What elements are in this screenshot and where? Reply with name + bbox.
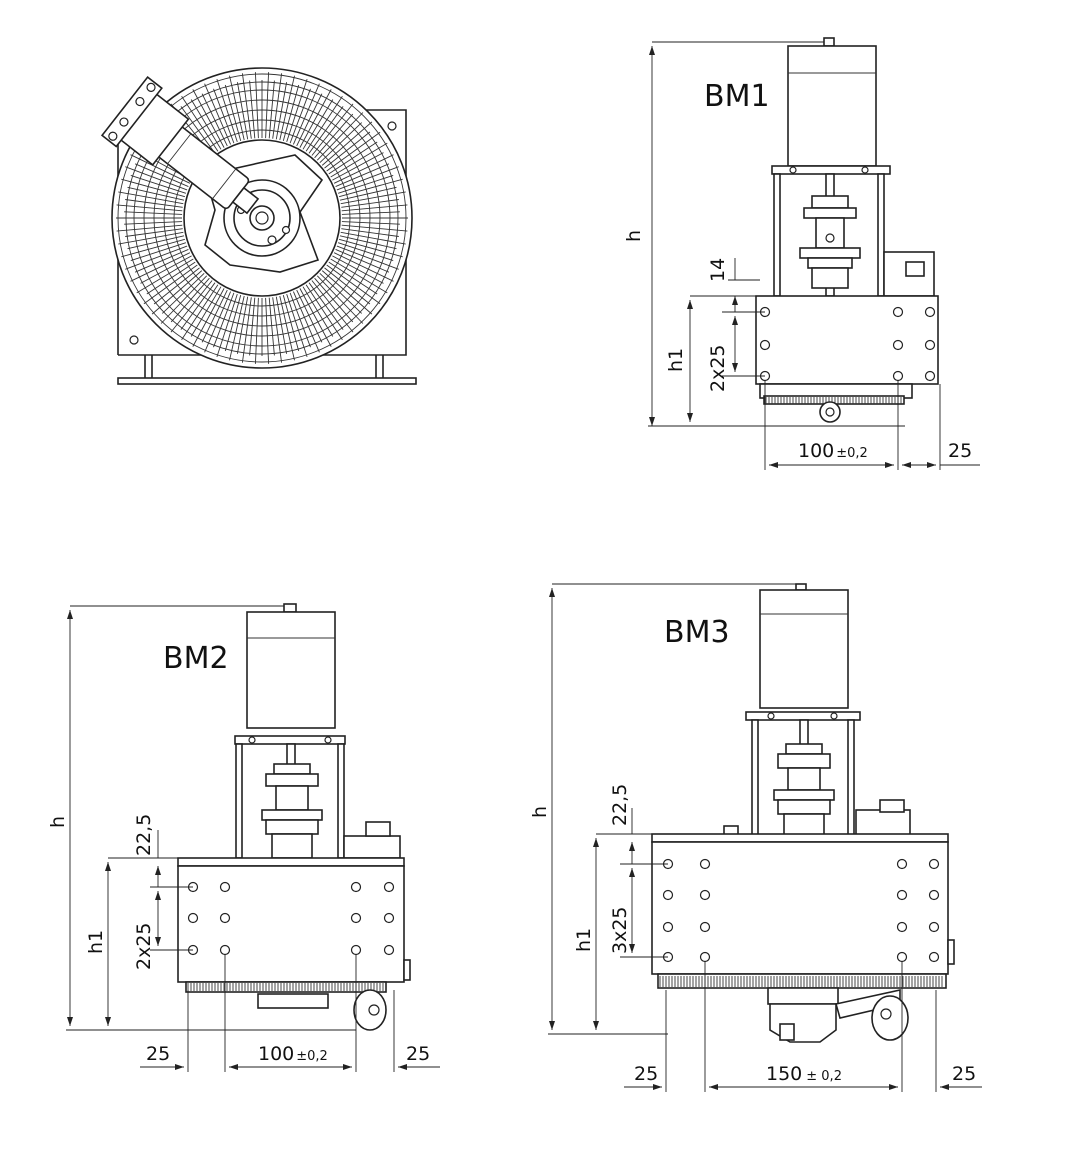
bm1-title: BM1 [704, 79, 770, 114]
bm3-mount-holes [662, 858, 940, 963]
bm2-motor [246, 611, 336, 729]
bm1-dim-h1: h1 [665, 348, 687, 372]
bm3-dim-width: 150± 0,2 [766, 1063, 842, 1085]
bm2-title: BM2 [163, 641, 229, 676]
bm1-motor [787, 45, 877, 167]
slider-arm [100, 75, 260, 215]
bm1-dim-pitch: 2x25 [707, 344, 729, 392]
bm3-dim-h: h [529, 806, 551, 818]
view-bm2: BM2 [47, 603, 440, 1072]
bm2-housing [177, 865, 405, 983]
bm1-dim-h: h [623, 230, 645, 242]
bm2-dim-h: h [47, 816, 69, 828]
bm3-dim-edge-right: 25 [952, 1063, 976, 1085]
bm2-dim-edge-right: 25 [406, 1043, 430, 1065]
front-view-drum [100, 67, 417, 385]
bm2-dim-step: 22,5 [133, 814, 155, 856]
bm2-dim-width: 100±0,2 [258, 1043, 328, 1065]
view-bm3: BM3 [529, 583, 982, 1092]
bm3-title: BM3 [664, 615, 730, 650]
view-bm1: BM1 [623, 37, 980, 470]
bm3-dim-step: 22,5 [609, 784, 631, 826]
bm1-dim-step: 14 [707, 258, 729, 282]
bm3-dim-h1: h1 [573, 928, 595, 952]
bm3-motor [759, 589, 849, 709]
bm2-dim-pitch: 2x25 [133, 922, 155, 970]
bm3-dim-edge-left: 25 [634, 1063, 658, 1085]
bm2-dim-edge-left: 25 [146, 1043, 170, 1065]
drum-windings [116, 72, 408, 364]
bm3-dim-pitch: 3x25 [609, 906, 631, 954]
front-base-plate [117, 377, 417, 385]
bm1-housing [755, 295, 939, 385]
bm2-dim-h1: h1 [85, 930, 107, 954]
bm1-dim-width: 100±0,2 [798, 440, 868, 462]
bm1-dim-edge: 25 [948, 440, 972, 462]
